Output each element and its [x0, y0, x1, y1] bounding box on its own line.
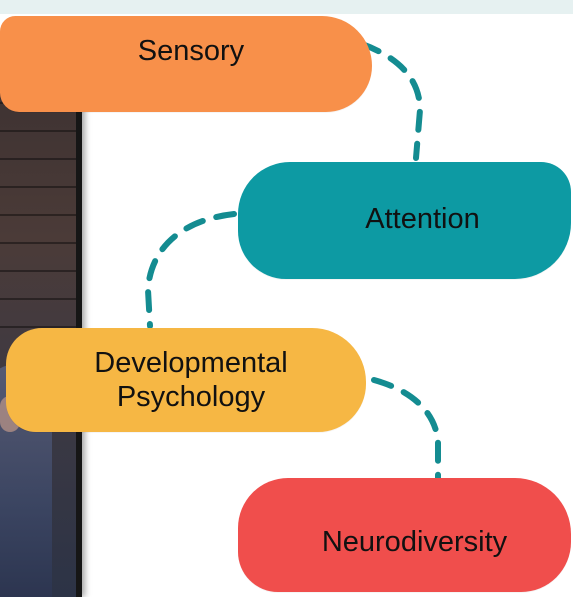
node-neurodiversity: Neurodiversity: [238, 478, 571, 592]
brick-line: [0, 242, 76, 258]
connector-sensory-attention: [359, 41, 424, 161]
brick-line: [0, 298, 76, 314]
brick-line: [0, 214, 76, 230]
top-background-band: [0, 0, 573, 14]
connector-developmental-neurodiversity: [371, 377, 441, 481]
node-neurodiversity-label: Neurodiversity: [321, 526, 508, 558]
brick-line: [0, 130, 76, 146]
node-sensory-label: Sensory: [137, 35, 245, 67]
brick-line: [0, 158, 76, 174]
node-developmental-psychology: Developmental Psychology: [6, 328, 366, 432]
node-developmental-psychology-label: Developmental Psychology: [94, 347, 288, 413]
node-attention: Attention: [238, 162, 571, 279]
node-attention-label: Attention: [365, 202, 480, 235]
node-sensory: Sensory: [0, 16, 372, 112]
brick-line: [0, 186, 76, 202]
brick-line: [0, 326, 76, 342]
brick-line: [0, 270, 76, 286]
connector-attention-developmental: [144, 211, 237, 329]
